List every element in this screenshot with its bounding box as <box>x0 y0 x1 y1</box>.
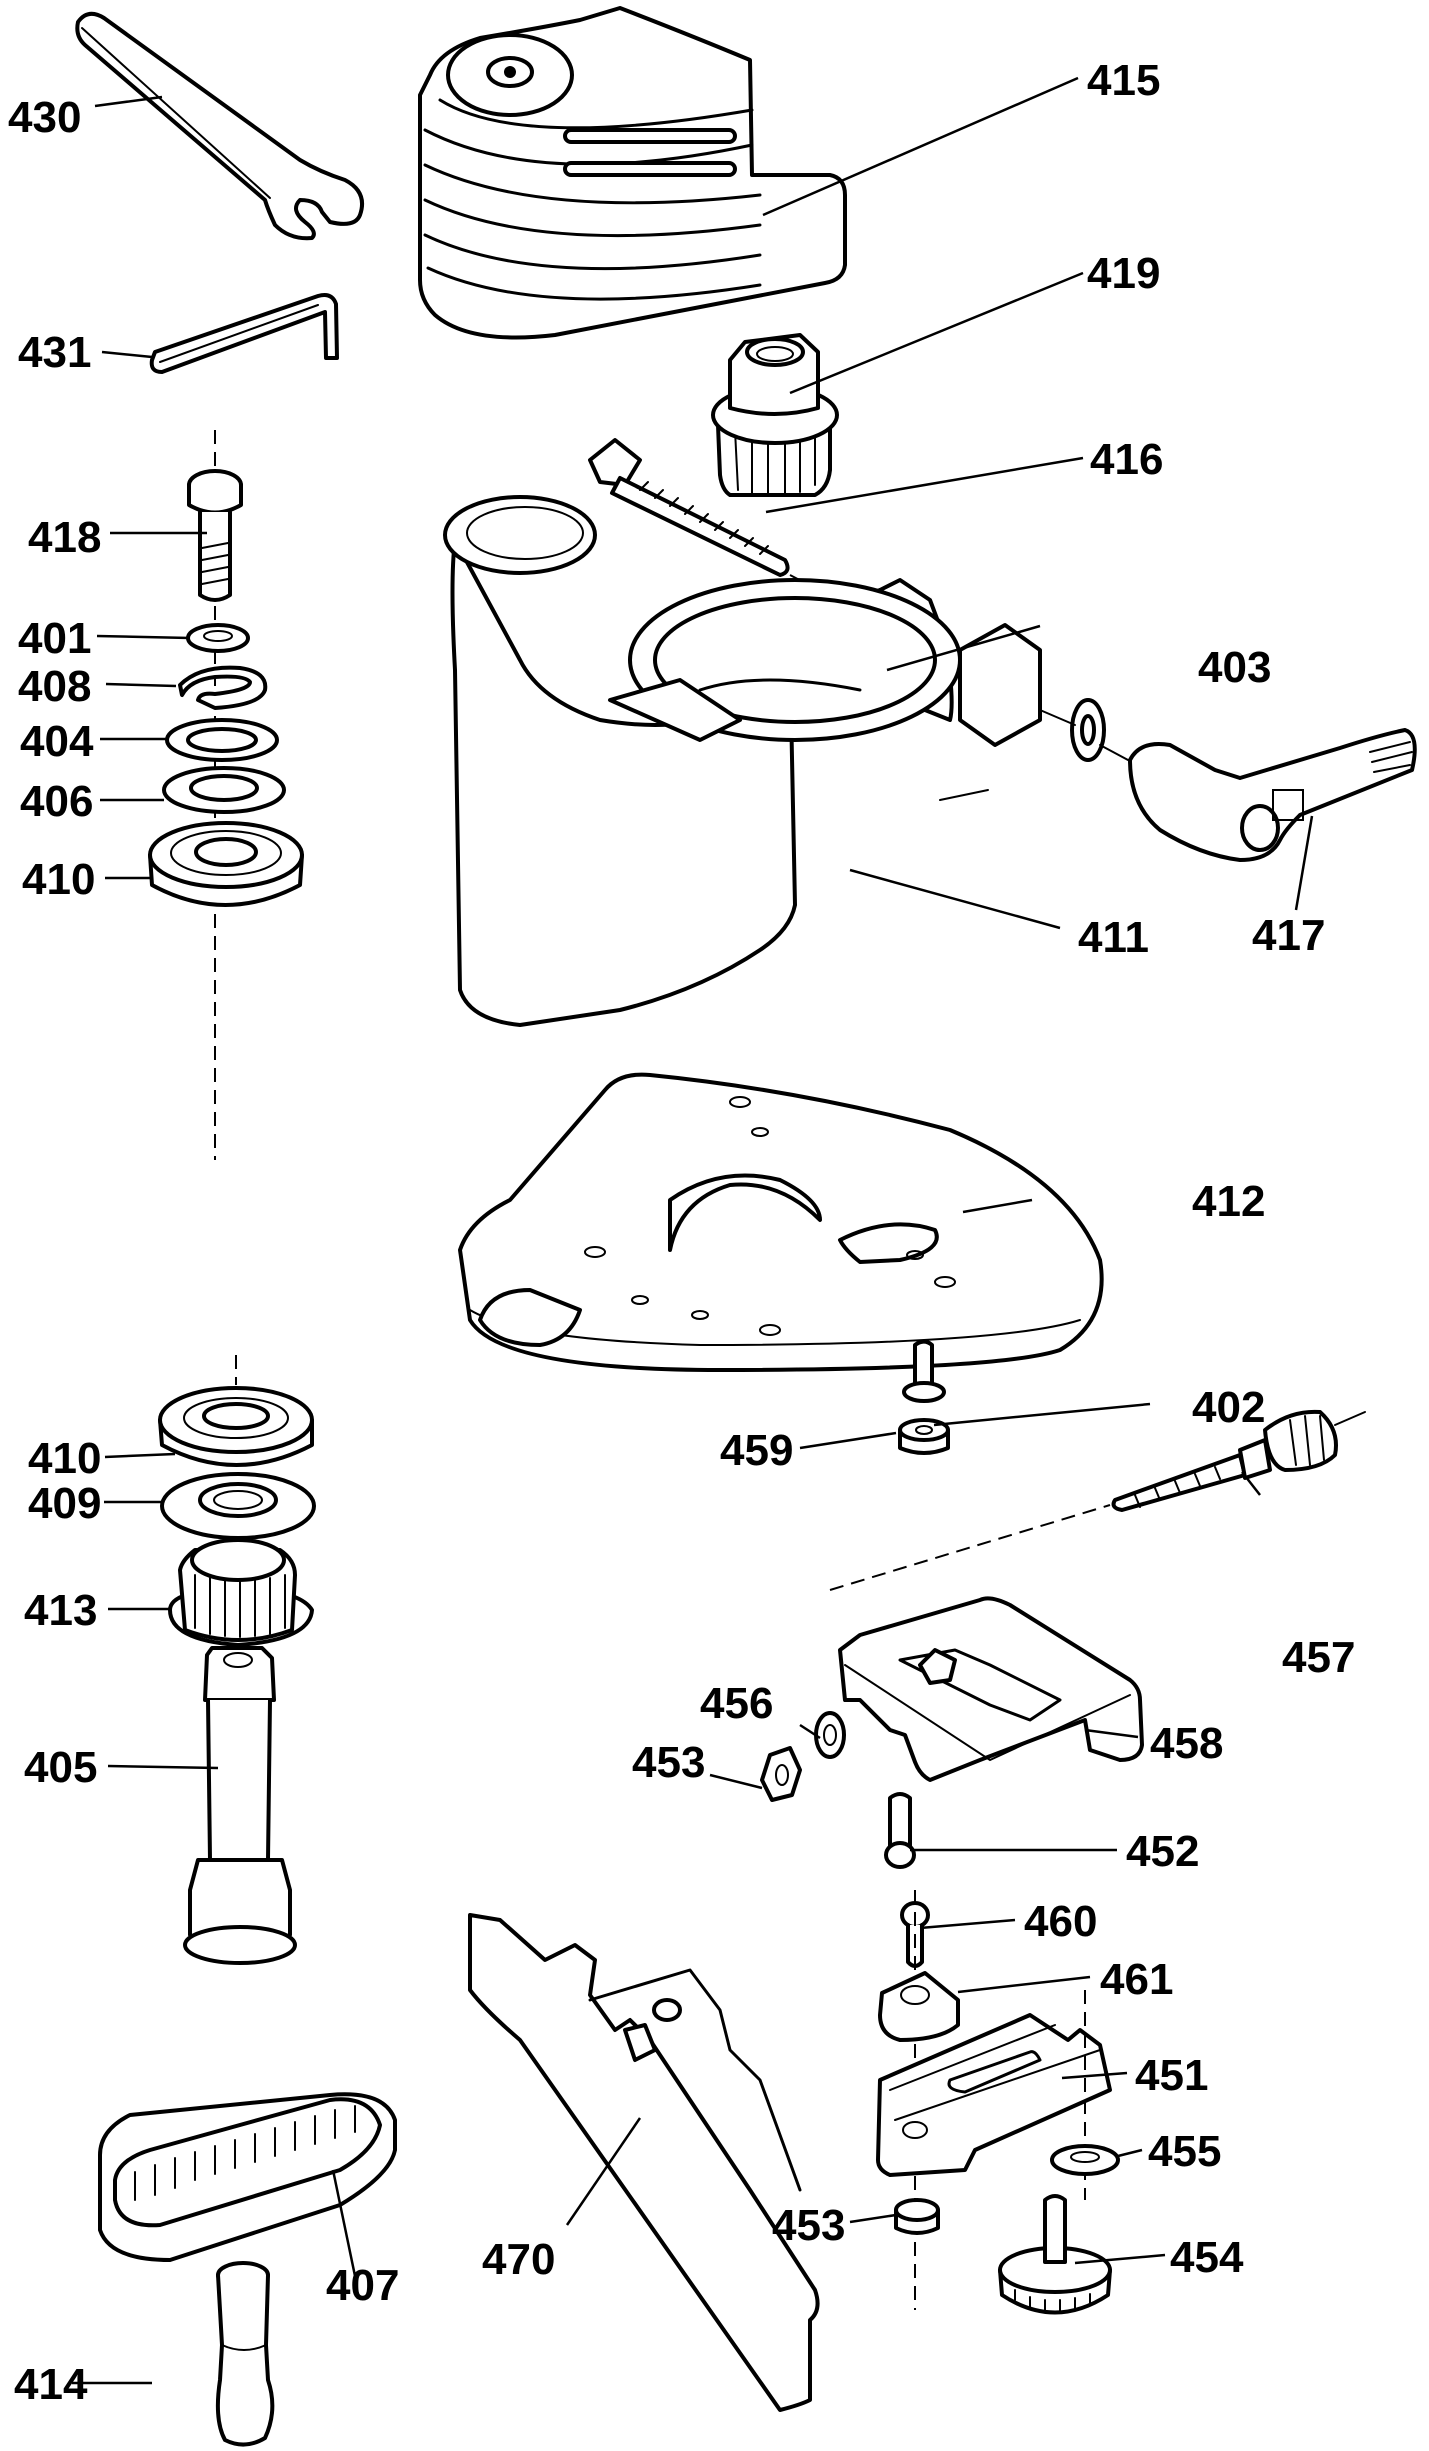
label-418[interactable]: 418 <box>28 513 101 562</box>
part-407-drive-belt[interactable] <box>98 2092 397 2262</box>
label-403[interactable]: 403 <box>1198 643 1271 692</box>
label-419[interactable]: 419 <box>1087 249 1160 298</box>
part-459-nut[interactable] <box>898 1418 950 1455</box>
label-410-upper[interactable]: 410 <box>22 855 95 904</box>
label-411[interactable]: 411 <box>1078 913 1149 962</box>
label-455[interactable]: 455 <box>1148 2127 1221 2176</box>
label-402[interactable]: 402 <box>1192 1383 1265 1432</box>
label-430[interactable]: 430 <box>8 93 81 142</box>
label-461[interactable]: 461 <box>1100 1955 1173 2004</box>
label-404[interactable]: 404 <box>20 717 94 766</box>
part-402-screw[interactable] <box>902 1339 946 1403</box>
label-456[interactable]: 456 <box>700 1679 773 1728</box>
label-408[interactable]: 408 <box>18 662 91 711</box>
label-414[interactable]: 414 <box>14 2360 88 2409</box>
label-451[interactable]: 451 <box>1135 2051 1208 2100</box>
part-405-spindle[interactable] <box>183 1646 297 1965</box>
label-452[interactable]: 452 <box>1126 1827 1199 1876</box>
part-412-base-plate[interactable] <box>458 1072 1104 1372</box>
part-411-housing[interactable] <box>443 495 1061 1027</box>
label-460[interactable]: 460 <box>1024 1897 1097 1946</box>
part-451-guide-bracket[interactable] <box>876 1990 1112 2200</box>
label-401[interactable]: 401 <box>18 614 91 663</box>
label-453-lower[interactable]: 453 <box>772 2201 845 2250</box>
part-455-washer[interactable] <box>1050 2144 1120 2176</box>
part-403-washer[interactable] <box>1039 698 1129 762</box>
label-410-lower[interactable]: 410 <box>28 1434 101 1483</box>
part-418-screw[interactable] <box>187 430 243 1160</box>
part-404-washer[interactable] <box>165 718 279 762</box>
part-415-belt-cover[interactable] <box>418 6 847 340</box>
label-470[interactable]: 470 <box>482 2235 555 2284</box>
label-406[interactable]: 406 <box>20 777 93 826</box>
part-456-lock-washer[interactable] <box>814 1711 846 1759</box>
part-410-bearing-upper[interactable] <box>148 821 304 907</box>
label-409[interactable]: 409 <box>28 1479 101 1528</box>
part-430-spanner[interactable] <box>75 11 365 241</box>
label-412[interactable]: 412 <box>1192 1177 1265 1226</box>
label-457[interactable]: 457 <box>1282 1633 1355 1682</box>
label-415[interactable]: 415 <box>1087 56 1160 105</box>
part-453-nut-upper[interactable] <box>760 1746 802 1802</box>
label-431[interactable]: 431 <box>18 328 91 377</box>
part-419-pulley-nut[interactable] <box>711 333 839 497</box>
label-459[interactable]: 459 <box>720 1426 793 1475</box>
part-409-washer[interactable] <box>160 1472 316 1540</box>
part-413-pulley[interactable] <box>168 1538 314 1647</box>
part-458-carrier[interactable] <box>838 1596 1144 1782</box>
label-458[interactable]: 458 <box>1150 1719 1223 1768</box>
part-431-hex-key[interactable] <box>149 293 339 374</box>
leader-lines <box>72 76 1314 2385</box>
part-410-bearing-lower[interactable] <box>158 1355 314 1467</box>
part-408-circlip[interactable] <box>178 665 268 710</box>
label-413[interactable]: 413 <box>24 1586 97 1635</box>
part-457-adjusting-screw[interactable] <box>829 1409 1366 1591</box>
part-452-screw[interactable] <box>884 1792 916 1869</box>
label-453-upper[interactable]: 453 <box>632 1738 705 1787</box>
part-417-clamping-lever[interactable] <box>1128 728 1417 862</box>
label-417[interactable]: 417 <box>1252 911 1325 960</box>
label-405[interactable]: 405 <box>24 1743 97 1792</box>
part-453-nut-lower[interactable] <box>894 2198 940 2235</box>
part-461-clamp-piece[interactable] <box>878 1971 960 2042</box>
part-401-washer[interactable] <box>186 623 250 653</box>
part-406-washer[interactable] <box>162 766 286 814</box>
part-454-thumb-screw[interactable] <box>998 2194 1112 2315</box>
part-labels: 430 431 415 419 416 418 401 408 404 406 … <box>8 56 1355 2409</box>
label-454[interactable]: 454 <box>1170 2233 1244 2282</box>
part-470-fence[interactable] <box>468 1913 820 2412</box>
part-414-pulley-shaft[interactable] <box>215 2261 275 2447</box>
label-416[interactable]: 416 <box>1090 435 1163 484</box>
label-407[interactable]: 407 <box>326 2261 399 2310</box>
